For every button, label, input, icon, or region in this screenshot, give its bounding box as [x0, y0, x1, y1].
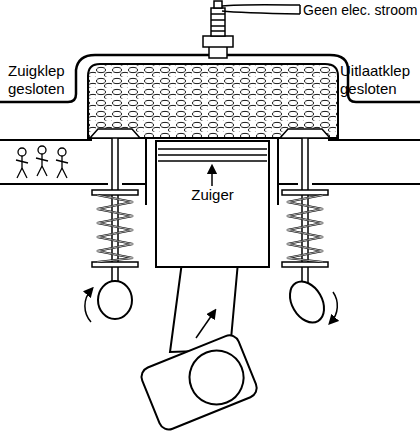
combustion-chamber	[88, 64, 338, 138]
crankshaft	[139, 332, 260, 432]
exhaust-valve	[280, 129, 330, 288]
rotation-arrow	[85, 290, 91, 322]
piston-arrow	[211, 168, 213, 186]
intake-cam	[98, 281, 132, 319]
annotation-label: Geen elec. stroom	[303, 1, 420, 19]
intake-valve	[90, 129, 140, 288]
annotation-label: Zuigklep gesloten	[8, 62, 78, 98]
piston-box: Zuiger	[155, 140, 270, 268]
ignition-wire	[222, 5, 300, 14]
piston-rings	[158, 149, 267, 161]
annotation-label: Uitlaatklep gesloten	[340, 62, 420, 98]
rotation-arrow	[331, 292, 337, 322]
part-name: Zuiger	[157, 186, 268, 203]
intake-people	[16, 146, 68, 178]
spark-plug	[203, 1, 233, 58]
exhaust-cam	[283, 275, 331, 328]
rod-arrow	[196, 312, 214, 338]
